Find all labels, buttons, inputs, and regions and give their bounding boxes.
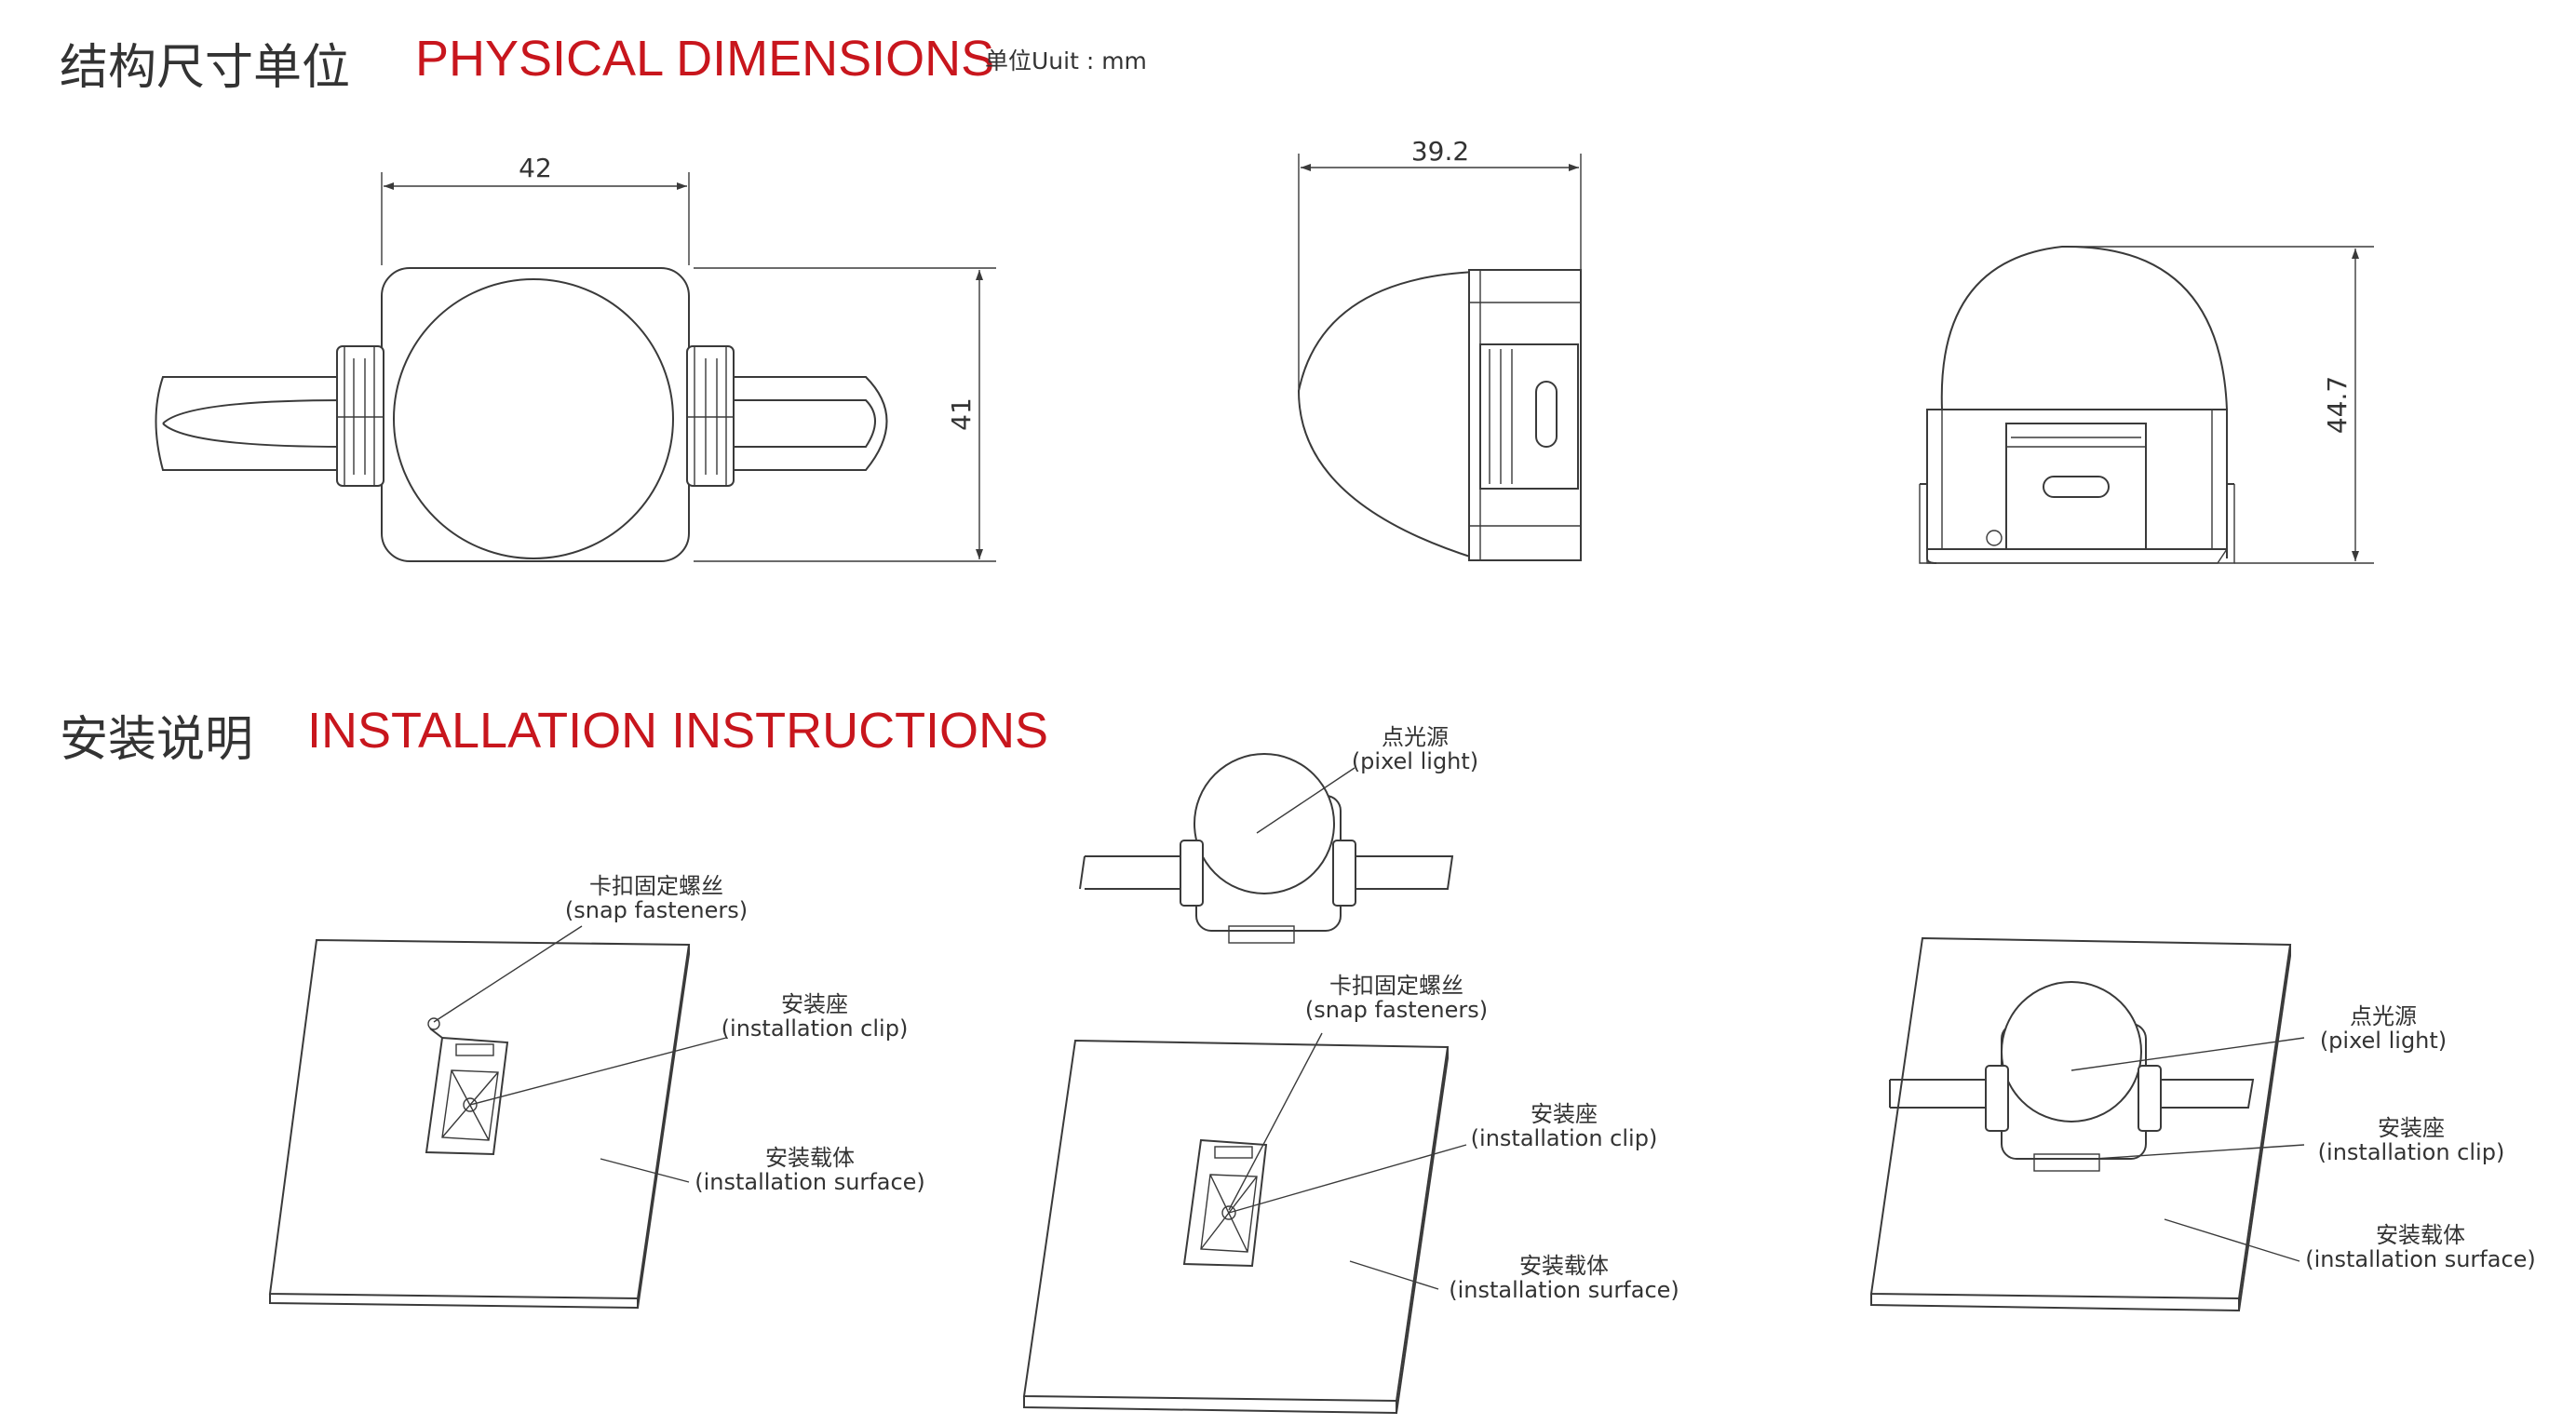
rear-view: 44.7 [1919,245,2374,564]
side-dome [1297,270,1477,560]
pixel-dome-2 [1194,753,1335,894]
leader-snap-1 [433,925,583,1023]
snap-label-en-1: (snap fasteners) [565,897,748,923]
front-lens [393,278,674,559]
dimensions-title-en: PHYSICAL DIMENSIONS [415,31,995,87]
install-step-3: 点光源 (pixel light) 安装座 (installation clip… [1869,936,2536,1312]
install-step-1: 卡扣固定螺丝 (snap fasteners) 安装座 (installatio… [268,873,925,1310]
pixel-label-zh-2: 点光源 [1382,724,1449,750]
surface-label-en-3: (installation surface) [2305,1246,2536,1272]
surface-label-en-1: (installation surface) [695,1169,925,1195]
dim-44-7: 44.7 [2322,376,2353,434]
front-view: 42 41 [155,153,996,562]
leader-clip-3 [2094,1144,2305,1160]
front-body [381,267,690,562]
surface-label-zh-2: 安装载体 [1519,1253,1609,1279]
leader-clip-1 [469,1037,727,1106]
clip-label-en-2: (installation clip) [1471,1125,1658,1151]
left-cable [155,376,344,471]
leader-surface-2 [1349,1260,1439,1290]
surface-label-zh-3: 安装载体 [2376,1222,2465,1248]
clip-label-zh-3: 安装座 [2378,1115,2445,1141]
pixel-dome-3 [2001,981,2142,1123]
clip-label-en-3: (installation clip) [2318,1139,2505,1165]
dim-39-2: 39.2 [1411,136,1469,167]
side-view: 39.2 [1297,136,1582,561]
leader-pixel-3 [2070,1037,2305,1071]
snap-label-zh-2: 卡扣固定螺丝 [1329,973,1463,999]
clip-label-zh-1: 安装座 [781,991,848,1017]
side-connector [1479,343,1579,490]
right-connector [686,345,735,487]
dim-41: 41 [946,397,977,431]
right-cable [708,376,888,471]
leader-surface-3 [2164,1218,2300,1262]
rear-connector [2005,423,2147,550]
leader-snap-2 [1228,1032,1323,1211]
installation-title-en: INSTALLATION INSTRUCTIONS [307,703,1049,759]
unit-label: 单位Uuit : mm [985,47,1147,74]
clip-label-zh-2: 安装座 [1531,1101,1598,1127]
clip-1 [425,1036,509,1156]
leader-pixel-2 [1256,767,1355,834]
leader-clip-2 [1228,1144,1467,1214]
leader-surface-1 [600,1158,690,1183]
surface-label-zh-1: 安装载体 [765,1145,855,1171]
dim-42: 42 [519,153,552,183]
clip-2 [1182,1138,1268,1268]
installation-title-zh: 安装说明 [60,712,254,768]
surface-label-en-2: (installation surface) [1449,1277,1679,1303]
snap-label-zh-1: 卡扣固定螺丝 [589,873,723,899]
pixel-label-en-3: (pixel light) [2320,1028,2447,1054]
cable-left-3 [1889,1079,1997,1109]
clip-label-en-1: (installation clip) [722,1015,909,1042]
cable-right-2 [1341,855,1454,890]
snap-label-en-2: (snap fasteners) [1305,997,1488,1023]
install-step-2: 点光源 (pixel light) 卡扣固定螺丝 (snap fasteners… [1022,724,1679,1415]
pixel-label-zh-3: 点光源 [2350,1003,2417,1029]
rear-dome [1940,245,2229,410]
cable-right-3 [2146,1079,2255,1109]
pixel-label-en-2: (pixel light) [1352,748,1478,774]
left-connector [336,345,384,487]
dimensions-title-zh: 结构尺寸单位 [60,40,351,96]
cable-left-2 [1079,855,1192,890]
